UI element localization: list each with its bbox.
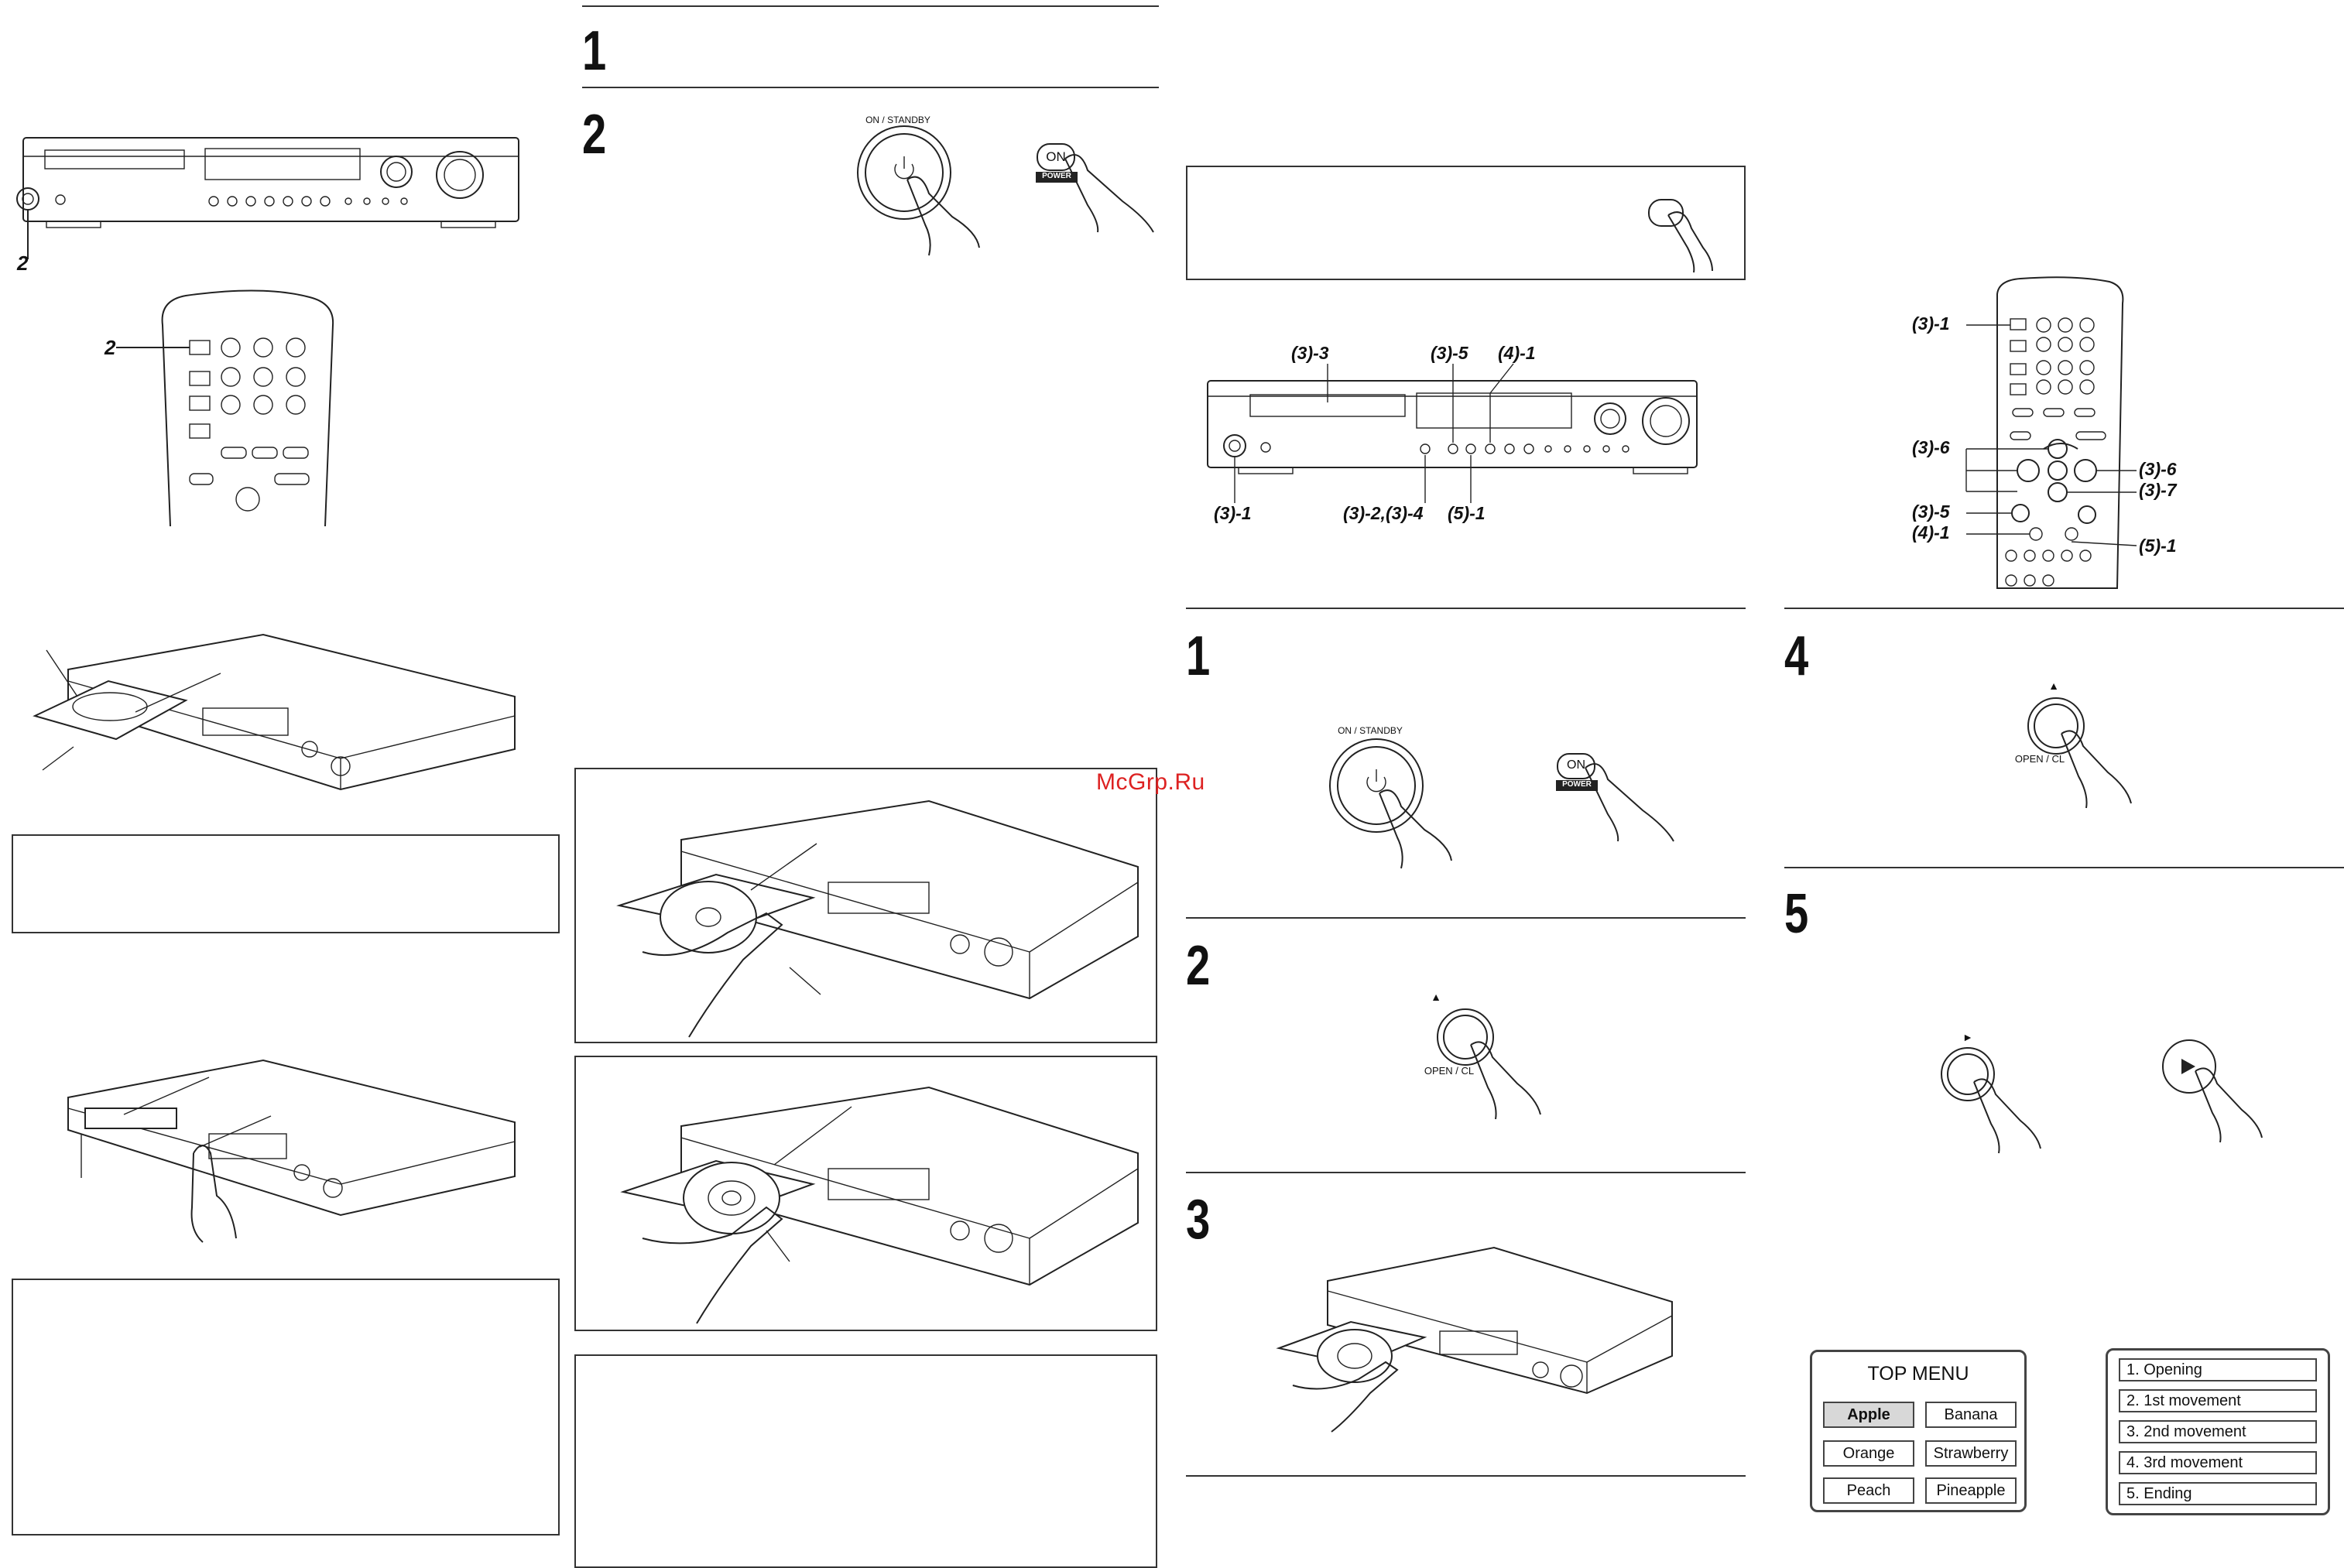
- tray-close-illustration: [67, 1059, 516, 1243]
- note-box: [574, 1354, 1157, 1568]
- step-number-1: 1: [582, 20, 607, 82]
- open-close-label: OPEN / CL: [2014, 753, 2065, 765]
- on-button-label: ON: [1567, 758, 1585, 772]
- watermark: McGrp.Ru: [1096, 769, 1205, 795]
- remote-diagram: [1965, 276, 2137, 589]
- note-box: [12, 834, 560, 933]
- step-number-5: 5: [1784, 883, 1809, 945]
- play-icon: ►: [1962, 1031, 1973, 1043]
- power-label: POWER: [1562, 780, 1592, 789]
- step-number-3: 3: [1186, 1189, 1211, 1251]
- callout-label: (5)-1: [2139, 536, 2177, 556]
- top-menu-item[interactable]: Pineapple: [1925, 1477, 2017, 1504]
- chapter-item[interactable]: 1. Opening: [2119, 1358, 2317, 1381]
- callout-label: (5)-1: [1448, 503, 1486, 523]
- chapter-item[interactable]: 4. 3rd movement: [2119, 1451, 2317, 1474]
- insert-disc-small-illustration: [1276, 1246, 1673, 1433]
- open-close-label: OPEN / CL: [1424, 1065, 1475, 1077]
- callout-label: 2: [17, 252, 29, 275]
- on-standby-label: ON / STANDBY: [865, 115, 930, 125]
- callout-label: (3)-6: [1912, 437, 1950, 457]
- callout-label: (3)-5: [1431, 343, 1468, 363]
- top-menu-item[interactable]: Orange: [1823, 1440, 1914, 1467]
- top-menu-item[interactable]: Banana: [1925, 1402, 2017, 1428]
- callout-label: (3)-1: [1912, 313, 1950, 334]
- callout-label: 2: [105, 336, 116, 359]
- rule-col2-top: [582, 5, 1159, 7]
- chapter-menu-panel: 1. Opening 2. 1st movement 3. 2nd moveme…: [2106, 1348, 2330, 1515]
- chapter-item[interactable]: 2. 1st movement: [2119, 1389, 2317, 1412]
- on-standby-label: ON / STANDBY: [1338, 725, 1403, 736]
- power-label: POWER: [1042, 172, 1071, 180]
- chapter-item[interactable]: 5. Ending: [2119, 1482, 2317, 1505]
- step-number-2: 2: [1186, 935, 1211, 997]
- rule-col4-step5: [1784, 867, 2344, 868]
- callout-label: (3)-6: [2139, 459, 2177, 479]
- rule-col3-bottom: [1186, 1475, 1746, 1477]
- top-menu-title: TOP MENU: [1867, 1363, 1969, 1385]
- step-number-2: 2: [582, 104, 607, 166]
- rule-col4-step4: [1784, 608, 2344, 609]
- front-panel-illustration: [16, 137, 519, 259]
- hand-press-icon: [1648, 199, 1713, 273]
- top-menu-item[interactable]: Peach: [1823, 1477, 1914, 1504]
- callout-label: (3)-1: [1214, 503, 1252, 523]
- callout-label: (3)-5: [1912, 502, 1950, 522]
- eject-icon: ▲: [1431, 991, 1441, 1003]
- rule-col3-step2: [1186, 917, 1746, 919]
- on-standby-button[interactable]: [0, 0, 1703, 875]
- callout-label: (3)-7: [2139, 480, 2177, 500]
- remote-illustration: [116, 289, 334, 527]
- eject-icon: ▲: [2048, 680, 2059, 692]
- rule-col3-step1: [1186, 608, 1746, 609]
- top-menu-panel: TOP MENU Apple Banana Orange Strawberry …: [1810, 1350, 2027, 1512]
- illustration-frame: [574, 768, 1157, 1043]
- callout-label: (4)-1: [1912, 522, 1950, 543]
- note-box: [1186, 166, 1746, 280]
- step-number-4: 4: [1784, 625, 1809, 687]
- tray-open-illustration: [33, 633, 516, 791]
- front-panel-diagram: [1207, 363, 1698, 503]
- step-number-1: 1: [1186, 625, 1211, 687]
- callout-label: (3)-3: [1291, 343, 1329, 363]
- rule-col3-step3: [1186, 1172, 1746, 1173]
- open-close-button[interactable]: [0, 0, 1626, 1161]
- on-standby-button[interactable]: [0, 0, 1177, 263]
- insert-disc-illustration: [616, 799, 1139, 1324]
- play-button[interactable]: [0, 0, 2291, 1161]
- rule-col2-step2: [582, 87, 1159, 88]
- top-menu-item[interactable]: Strawberry: [1925, 1440, 2017, 1467]
- callout-label: (3)-2,(3)-4: [1343, 503, 1424, 523]
- on-button-label: ON: [1046, 149, 1066, 164]
- note-box: [12, 1279, 560, 1535]
- callout-label: (4)-1: [1498, 343, 1536, 363]
- open-close-button[interactable]: [0, 0, 2168, 813]
- top-menu-item[interactable]: Apple: [1823, 1402, 1914, 1428]
- illustration-frame: [574, 1056, 1157, 1331]
- chapter-item[interactable]: 3. 2nd movement: [2119, 1420, 2317, 1443]
